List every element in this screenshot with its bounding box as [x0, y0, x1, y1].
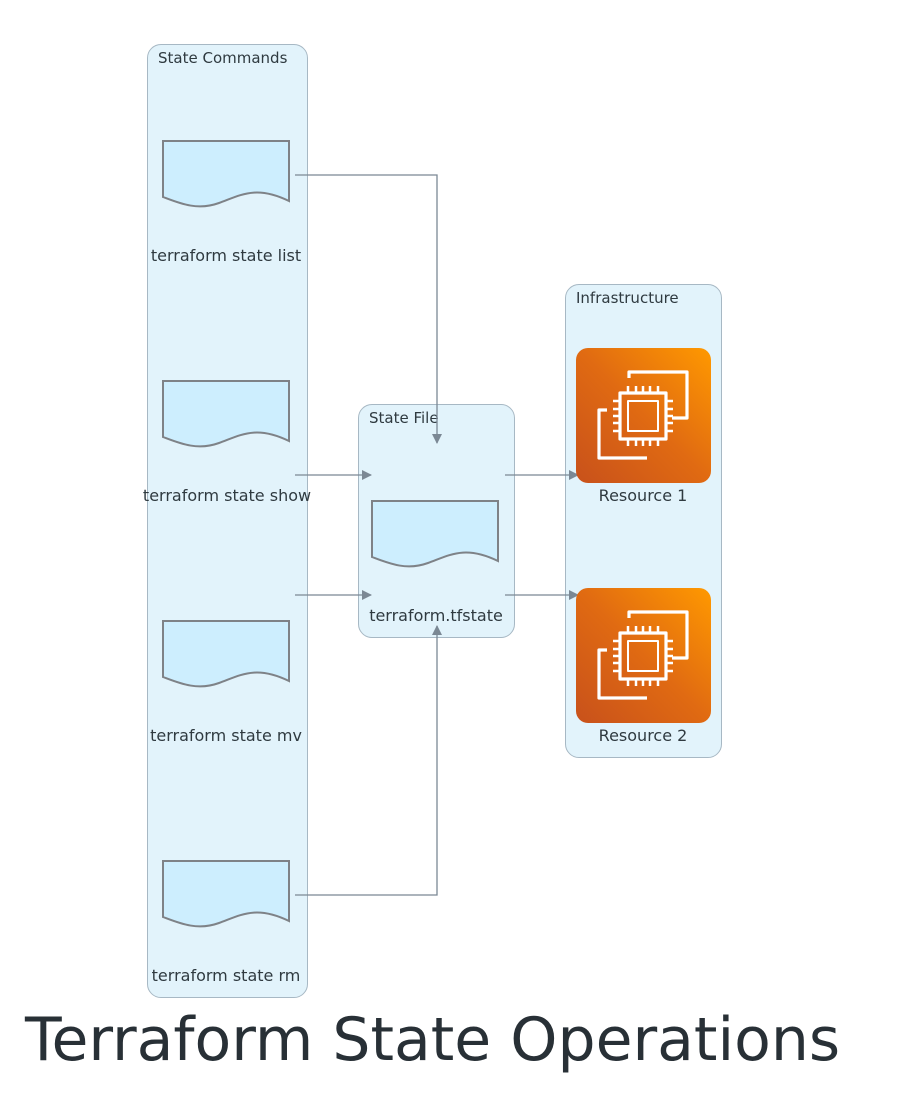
node-label-tfstate: terraform.tfstate [369, 606, 503, 625]
node-label-list: terraform state list [150, 246, 302, 265]
diagram-title: Terraform State Operations [25, 1005, 841, 1075]
document-icon [162, 620, 290, 688]
node-label-show: terraform state show [142, 486, 312, 505]
resource-2-node [576, 588, 711, 723]
cluster-label-state-commands: State Commands [158, 49, 288, 67]
node-label-resource-2: Resource 2 [598, 726, 688, 745]
document-icon [371, 500, 499, 568]
node-label-mv: terraform state mv [150, 726, 302, 745]
document-icon [162, 860, 290, 928]
cluster-label-state-file: State File [369, 409, 439, 427]
node-label-resource-1: Resource 1 [598, 486, 688, 505]
cluster-state-commands: State Commands [147, 44, 308, 998]
ec2-instance-icon [597, 610, 689, 700]
node-label-rm: terraform state rm [151, 966, 301, 985]
document-icon [162, 140, 290, 208]
document-icon [162, 380, 290, 448]
edge-rm-to-tfstate [295, 625, 442, 896]
resource-1-node [576, 348, 711, 483]
edge-list-to-tfstate [295, 174, 442, 444]
cluster-label-infrastructure: Infrastructure [576, 289, 679, 307]
ec2-instance-icon [597, 370, 689, 460]
